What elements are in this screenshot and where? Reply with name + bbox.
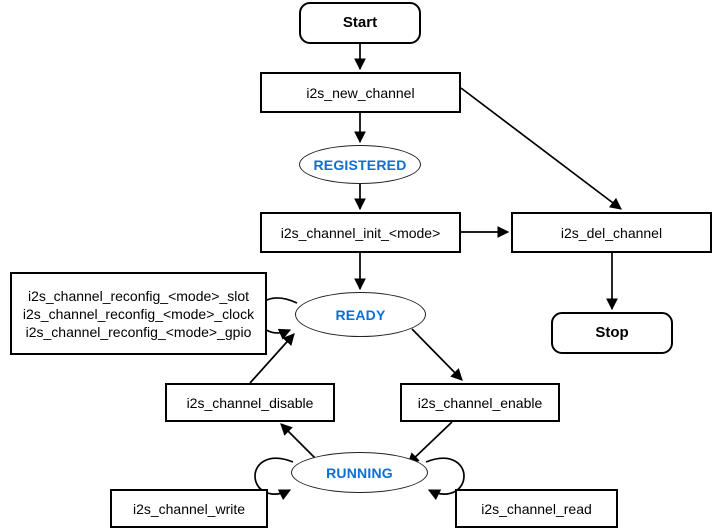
reconfig-gpio-label: i2s_channel_reconfig_<mode>_gpio	[25, 323, 252, 340]
node-i2s-channel-disable[interactable]: i2s_channel_disable	[165, 383, 335, 422]
state-running-label: RUNNING	[326, 464, 393, 481]
state-registered-label: REGISTERED	[313, 156, 407, 173]
node-i2s-channel-write[interactable]: i2s_channel_write	[110, 489, 268, 528]
edge-running-self-loop-left	[254, 457, 294, 501]
state-running[interactable]: RUNNING	[291, 452, 428, 493]
node-reconfig-list[interactable]: i2s_channel_reconfig_<mode>_slot i2s_cha…	[10, 272, 267, 355]
edge-enable-to-running	[407, 421, 453, 465]
reconfig-slot-label: i2s_channel_reconfig_<mode>_slot	[27, 287, 250, 304]
node-stop[interactable]: Stop	[551, 312, 673, 354]
node-i2s-del-channel[interactable]: i2s_del_channel	[511, 212, 712, 253]
node-i2s-del-channel-label: i2s_del_channel	[560, 224, 663, 241]
node-i2s-channel-enable[interactable]: i2s_channel_enable	[400, 383, 560, 422]
node-i2s-channel-read-label: i2s_channel_read	[481, 500, 592, 517]
edge-new-channel-to-del-channel	[460, 87, 622, 210]
state-ready-label: READY	[335, 306, 386, 323]
node-i2s-channel-read[interactable]: i2s_channel_read	[455, 489, 618, 528]
node-i2s-channel-write-label: i2s_channel_write	[132, 500, 246, 517]
reconfig-clock-label: i2s_channel_reconfig_<mode>_clock	[22, 305, 255, 322]
node-i2s-new-channel[interactable]: i2s_new_channel	[260, 72, 461, 113]
edge-ready-to-enable	[411, 328, 463, 381]
edge-running-self-loop-right	[425, 457, 465, 501]
node-i2s-new-channel-label: i2s_new_channel	[306, 84, 415, 101]
node-i2s-channel-enable-label: i2s_channel_enable	[417, 394, 543, 411]
node-stop-label: Stop	[595, 324, 629, 341]
state-registered[interactable]: REGISTERED	[299, 145, 421, 184]
edge-disable-to-ready	[249, 333, 295, 384]
edge-running-to-disable	[280, 423, 319, 462]
state-ready[interactable]: READY	[295, 292, 426, 337]
node-start-label: Start	[342, 14, 378, 31]
node-i2s-channel-init-mode[interactable]: i2s_channel_init_<mode>	[260, 212, 461, 253]
node-i2s-channel-disable-label: i2s_channel_disable	[186, 394, 314, 411]
node-start[interactable]: Start	[299, 2, 421, 44]
node-i2s-channel-init-mode-label: i2s_channel_init_<mode>	[280, 224, 441, 241]
